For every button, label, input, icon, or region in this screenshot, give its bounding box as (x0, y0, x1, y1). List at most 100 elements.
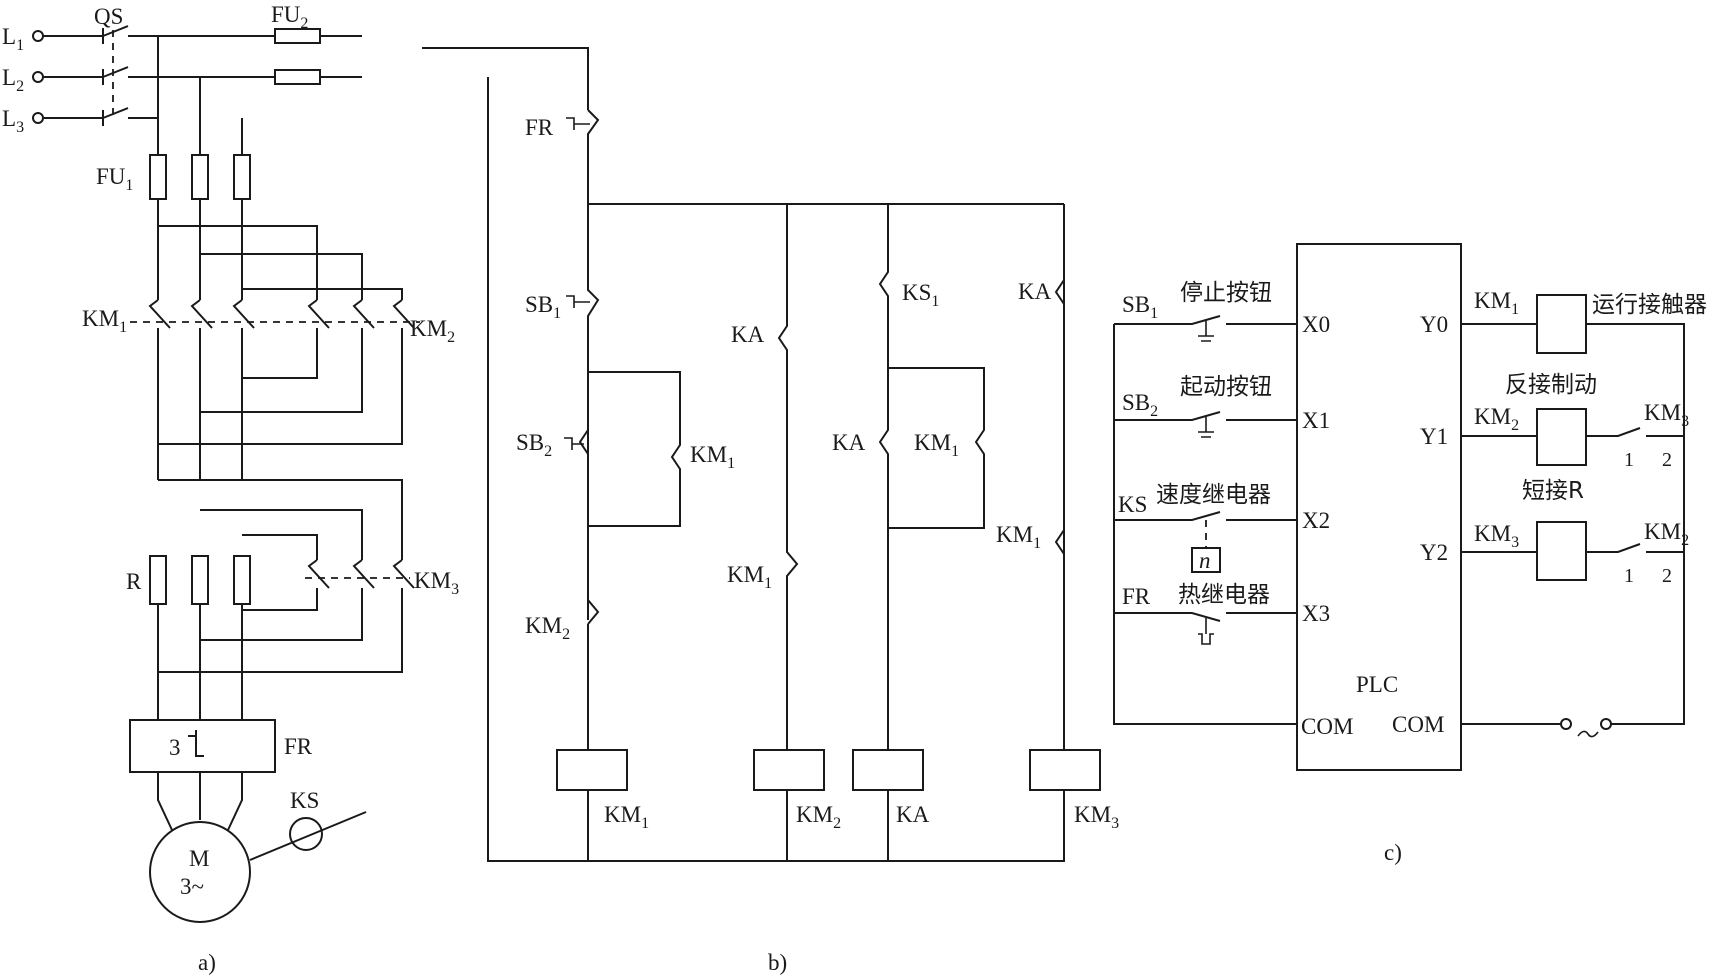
fr-thermal-relay (129, 719, 276, 773)
caption-a: a) (198, 950, 216, 975)
coil-km1 (556, 749, 628, 791)
coil-km1-out (1536, 294, 1587, 354)
panel-c-plc-wiring: PLC COM SB1 停止按钮 X0 SB2 起动按钮 X1 n KS 速度继… (1113, 243, 1707, 865)
speed-sensor (1191, 547, 1221, 573)
plc-block (1296, 243, 1462, 771)
label-fr-ctrl: FR (525, 115, 554, 140)
label-r: R (126, 569, 142, 594)
label-km1-r2: KM1 (727, 562, 772, 592)
label-qs: QS (94, 4, 123, 29)
label-com-right: COM (1392, 712, 1444, 737)
label-km1-main: KM1 (82, 306, 127, 336)
label-x3: X3 (1302, 601, 1330, 626)
label-km1-coil-out: KM1 (1474, 288, 1519, 318)
label-x3-desc: 热继电器 (1178, 582, 1270, 608)
fu1-fuse-a (149, 154, 167, 200)
label-y0: Y0 (1420, 312, 1448, 337)
label-ka-r2: KA (731, 322, 765, 347)
label-fu1: FU1 (96, 164, 133, 194)
label-l2: L2 (2, 65, 24, 95)
panel-b-control-circuit: FR SB1 SB2 KM1 KM2 KM1 KA KM1 KM2 KS1 KA… (422, 47, 1119, 975)
label-l3: L3 (2, 106, 24, 136)
label-x1-desc: 起动按钮 (1180, 374, 1272, 400)
label-sb1: SB1 (525, 292, 561, 322)
coil-km2 (753, 749, 825, 791)
label-y1-desc: 反接制动 (1505, 372, 1597, 398)
coil-km2-out (1536, 408, 1587, 466)
label-km1-r4: KM1 (996, 522, 1041, 552)
fu2-fuse-top (274, 28, 321, 44)
phase-drops (157, 36, 243, 155)
label-ka-r3: KA (832, 430, 866, 455)
label-km2-interlock: KM2 (525, 613, 570, 643)
caption-c: c) (1384, 840, 1402, 865)
label-l1: L1 (2, 24, 24, 54)
coil-km3-out (1536, 521, 1587, 581)
label-fr-count: 3 (169, 735, 181, 760)
label-sb1-in: SB1 (1122, 292, 1158, 322)
coil-ka (852, 749, 924, 791)
resistor-b (191, 555, 209, 605)
label-ks-in: KS (1118, 492, 1147, 517)
label-ks: KS (290, 788, 319, 813)
label-coil-km2: KM2 (796, 802, 841, 832)
resistor-c (233, 555, 251, 605)
label-y2: Y2 (1420, 540, 1448, 565)
ac-terminal-left (1560, 718, 1572, 730)
caption-b: b) (768, 950, 787, 975)
label-ks1: KS1 (902, 280, 939, 310)
label-x1: X1 (1302, 408, 1330, 433)
motor (149, 821, 251, 923)
panel-a-main-circuit: L1 L2 L3 QS FU2 FU1 KM1 (2, 2, 459, 975)
label-km2-coil-out: KM2 (1474, 404, 1519, 434)
label-y1-pin2: 2 (1662, 449, 1672, 471)
label-com-left: COM (1301, 714, 1353, 739)
label-km1-hold: KM1 (690, 442, 735, 472)
km1-km2-contacts (130, 299, 420, 329)
label-fr-in: FR (1122, 584, 1151, 609)
label-coil-ka: KA (896, 802, 930, 827)
label-coil-km1: KM1 (604, 802, 649, 832)
label-sb2: SB2 (516, 430, 552, 460)
qs-switch (43, 25, 129, 126)
label-speed-n: n (1199, 548, 1211, 573)
label-km3-coil-out: KM3 (1474, 521, 1519, 551)
phase-bus (128, 35, 275, 119)
label-x2: X2 (1302, 508, 1330, 533)
label-y1: Y1 (1420, 424, 1448, 449)
label-y2-desc: 短接R (1522, 478, 1584, 504)
label-x0: X0 (1302, 312, 1330, 337)
label-fu2: FU2 (271, 2, 308, 32)
label-km2-main: KM2 (410, 316, 455, 346)
label-y1-pin1: 1 (1624, 449, 1634, 471)
ac-terminal-right (1600, 718, 1612, 730)
label-y0-desc: 运行接触器 (1592, 292, 1707, 318)
fu1-fuse-c (233, 154, 251, 200)
coil-km3 (1029, 749, 1101, 791)
terminal-l3 (32, 112, 44, 124)
label-sb2-in: SB2 (1122, 390, 1158, 420)
label-coil-km3: KM3 (1074, 802, 1119, 832)
label-km3-interlock: KM3 (1644, 400, 1689, 430)
resistor-a (149, 555, 167, 605)
speed-relay-ks (289, 817, 323, 851)
label-x2-desc: 速度继电器 (1156, 482, 1271, 508)
label-km1-r3: KM1 (914, 430, 959, 460)
km3-contacts (305, 559, 415, 589)
label-km3-main: KM3 (414, 568, 459, 598)
label-motor: M (189, 846, 209, 871)
label-fr-main: FR (284, 734, 313, 759)
fu2-fuse-bottom (274, 69, 321, 85)
fu1-fuse-b (191, 154, 209, 200)
terminal-l2 (32, 71, 44, 83)
label-y2-pin2: 2 (1662, 565, 1672, 587)
label-plc: PLC (1356, 672, 1398, 697)
label-motor-rating: 3~ (180, 874, 204, 899)
label-x0-desc: 停止按钮 (1180, 280, 1272, 306)
terminal-l1 (32, 30, 44, 42)
label-ka-r4: KA (1018, 279, 1052, 304)
label-y2-pin1: 1 (1624, 565, 1634, 587)
label-km2-interlock: KM2 (1644, 519, 1689, 549)
ac-source-symbol (1577, 730, 1599, 738)
